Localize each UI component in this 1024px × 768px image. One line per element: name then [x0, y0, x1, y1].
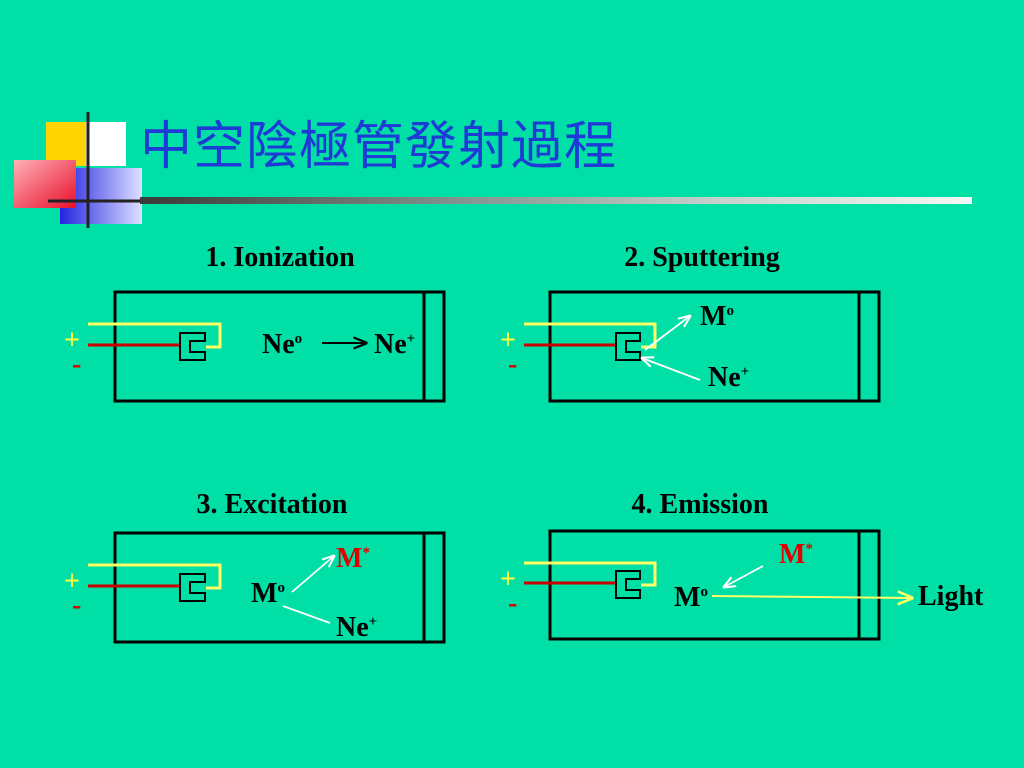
plus-label: + [500, 325, 516, 356]
logo-squares [14, 112, 142, 228]
plus-label: + [64, 325, 80, 356]
plus-label: + [500, 564, 516, 595]
metal-excited-label: M* [336, 543, 370, 574]
tube-ionization [88, 290, 446, 403]
anode-lead [524, 561, 657, 587]
metal-excited-label: M* [779, 539, 813, 570]
excitation-arrow [291, 556, 334, 593]
minus-label: - [72, 590, 82, 621]
anode-lead [88, 322, 222, 349]
sputter-arrow-out [644, 316, 690, 351]
neon-ion-label: Ne+ [708, 362, 750, 393]
ion-collision-line [282, 605, 331, 624]
metal-neutral-label: Mo [674, 582, 708, 613]
tube-sputtering [524, 290, 881, 403]
panel-label-excitation: 3. Excitation [196, 489, 348, 520]
minus-label: - [508, 349, 518, 380]
ion-arrow-in [642, 358, 701, 381]
panel-label-sputtering: 2. Sputtering [624, 242, 780, 273]
tube-excitation [88, 531, 446, 644]
light-beam [711, 596, 912, 598]
light-label: Light [918, 581, 984, 612]
title-underline [140, 197, 972, 204]
metal-neutral-label: Mo [700, 301, 734, 332]
neon-ion-label: Ne+ [374, 329, 416, 360]
tube-emission [524, 529, 912, 641]
metal-neutral-label: Mo [251, 578, 285, 609]
hollow-cathode [179, 332, 206, 361]
hollow-cathode [615, 570, 641, 599]
panel-label-emission: 4. Emission [631, 489, 769, 520]
hollow-cathode [179, 573, 206, 602]
relaxation-arrow [724, 565, 764, 587]
neon-ion-label: Ne+ [336, 612, 378, 643]
minus-label: - [508, 588, 518, 619]
page-title: 中空陰極管發射過程 [140, 117, 618, 177]
panel-label-ionization: 1. Ionization [205, 242, 355, 273]
hollow-cathode [615, 332, 641, 361]
anode-lead [88, 563, 222, 590]
plus-label: + [64, 566, 80, 597]
neon-neutral-label: Neo [262, 329, 303, 360]
minus-label: - [72, 349, 82, 380]
